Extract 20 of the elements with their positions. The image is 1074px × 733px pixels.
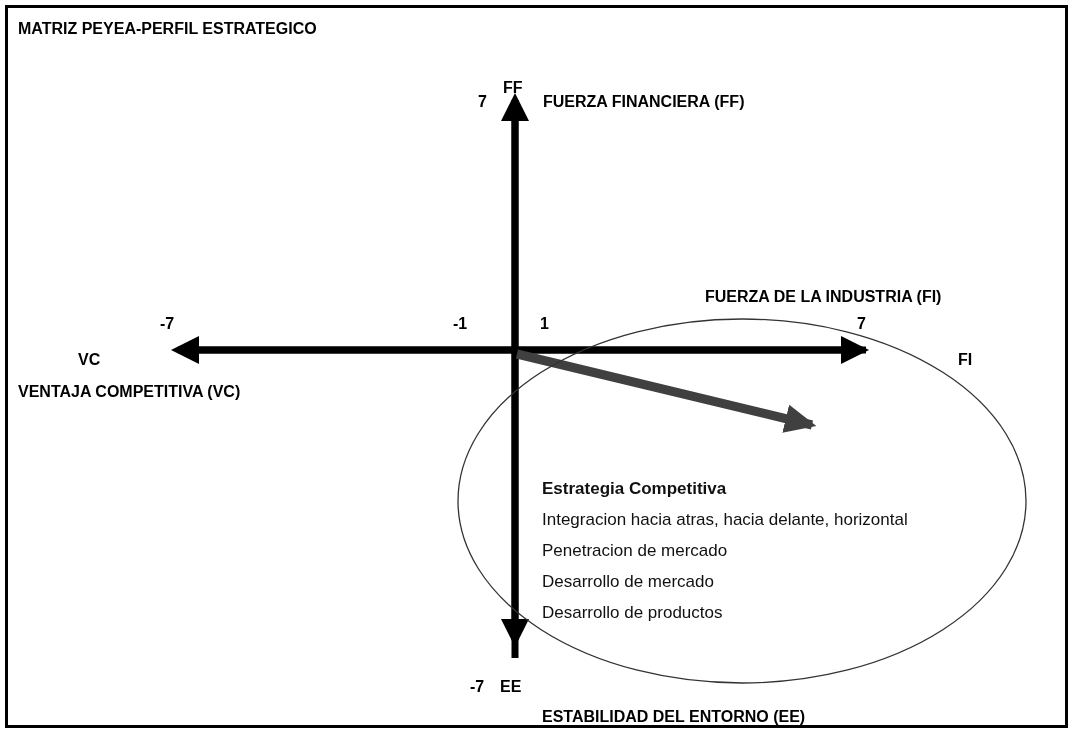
tick-label: 1 [540,314,549,334]
axis-label: FI [958,350,973,370]
axis-title: FUERZA FINANCIERA (FF) [543,92,745,112]
strategy-item: Penetracion de mercado [542,540,728,562]
tick-label: 7 [478,92,487,112]
strategy-item: Desarrollo de productos [542,602,723,624]
axis-label: FF [503,78,523,98]
axis-title: ESTABILIDAD DEL ENTORNO (EE) [542,707,806,727]
tick-label: -7 [470,677,485,697]
tick-label: -7 [160,314,175,334]
axis-label: VC [78,350,101,370]
strategy-item: Desarrollo de mercado [542,571,714,593]
tick-label: -1 [453,314,468,334]
strategy-item: Integracion hacia atras, hacia delante, horizontal [542,509,908,531]
axis-label: EE [500,677,522,697]
axis-title: FUERZA DE LA INDUSTRIA (FI) [705,287,942,307]
axis-title: VENTAJA COMPETITIVA (VC) [18,382,241,402]
diagram-title: MATRIZ PEYEA-PERFIL ESTRATEGICO [18,19,317,39]
tick-label: 7 [857,314,866,334]
strategy-heading: Estrategia Competitiva [542,478,727,500]
